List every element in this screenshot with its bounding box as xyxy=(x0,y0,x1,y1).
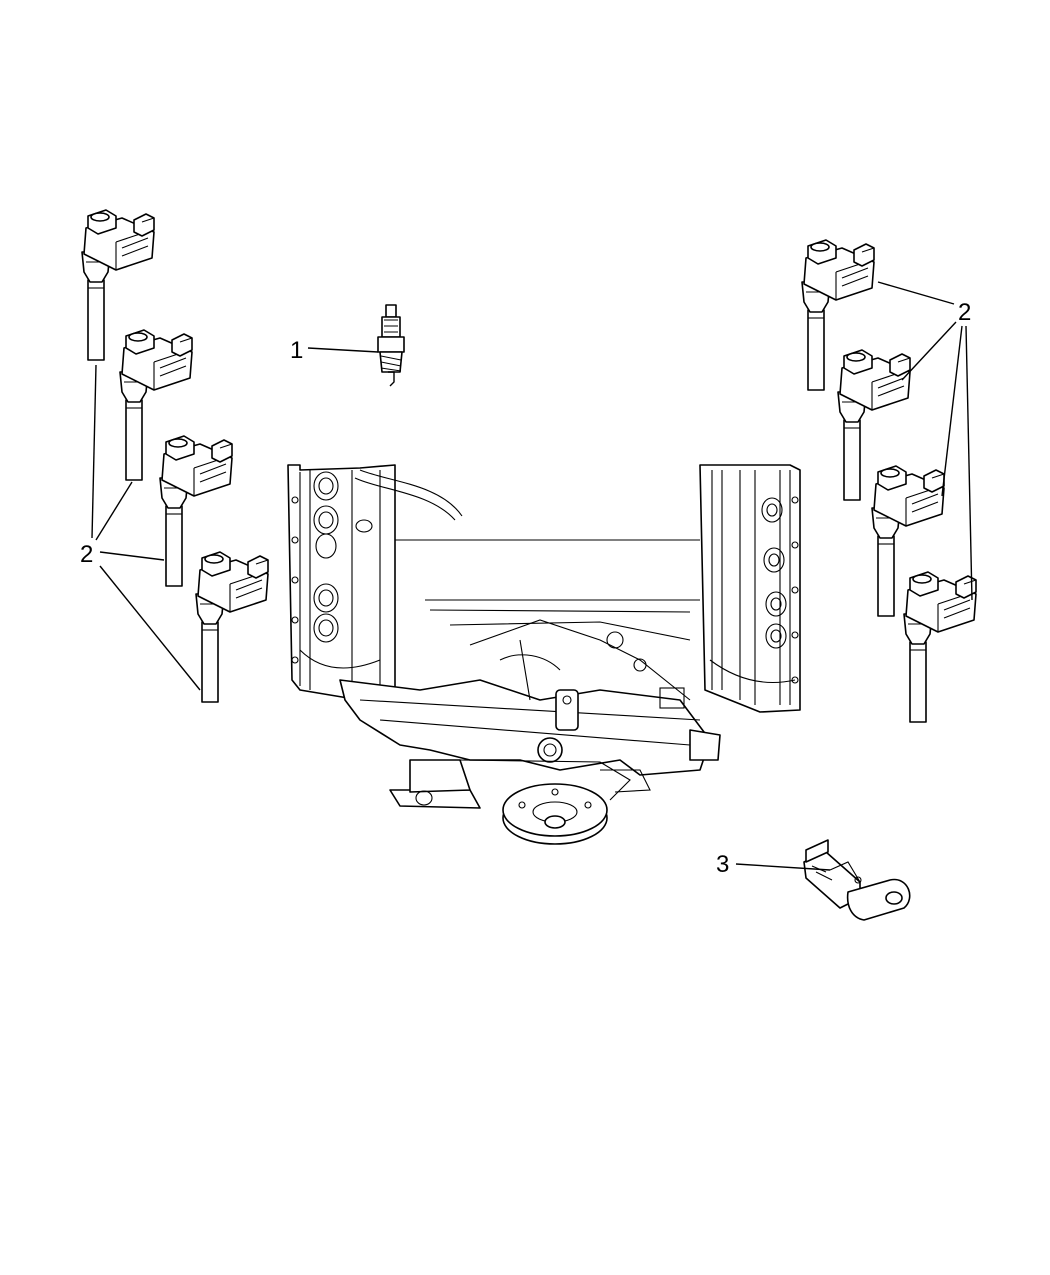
callout-1: 1 xyxy=(290,337,379,364)
sensor xyxy=(803,839,911,921)
callout-3: 3 xyxy=(716,851,831,878)
ignition-coil-right-4 xyxy=(903,571,977,723)
callout-2-right: 2 xyxy=(877,281,973,601)
engine-assembly xyxy=(287,464,801,845)
callout-2-left-label: 2 xyxy=(80,541,93,568)
callout-2-right-label: 2 xyxy=(958,299,971,326)
ignition-coil-left-4 xyxy=(195,551,269,703)
callout-1-label: 1 xyxy=(290,337,303,364)
callout-2-left: 2 xyxy=(80,364,201,691)
callout-3-label: 3 xyxy=(716,851,729,878)
spark-plug xyxy=(377,304,405,387)
